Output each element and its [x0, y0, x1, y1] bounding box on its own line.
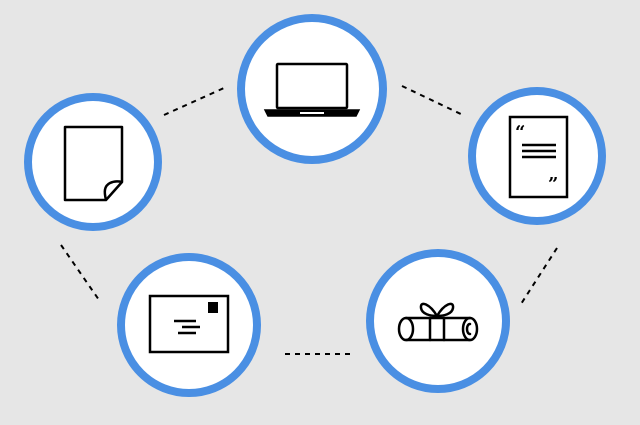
node-ring — [366, 249, 510, 393]
envelope-icon — [148, 294, 230, 354]
node-envelope — [117, 253, 261, 397]
quote-document-icon: “ ” — [508, 115, 569, 199]
close-quote-mark: ” — [548, 174, 558, 195]
laptop-icon — [263, 62, 361, 117]
rolled-diploma-icon — [397, 302, 479, 342]
node-ring — [117, 253, 261, 397]
connector-laptop-quote-document — [401, 85, 466, 117]
connector-quote-document-diploma — [520, 247, 558, 305]
connectors — [60, 85, 558, 355]
node-diploma — [366, 249, 510, 393]
node-ring — [24, 93, 162, 231]
open-quote-mark: “ — [515, 122, 525, 143]
node-laptop — [237, 14, 387, 164]
connector-page-laptop — [163, 87, 225, 116]
node-ring — [237, 14, 387, 164]
node-page — [24, 93, 162, 231]
node-quote-document: “ ” — [468, 87, 606, 225]
connector-envelope-page — [60, 244, 100, 301]
page-curl-icon — [63, 125, 124, 202]
